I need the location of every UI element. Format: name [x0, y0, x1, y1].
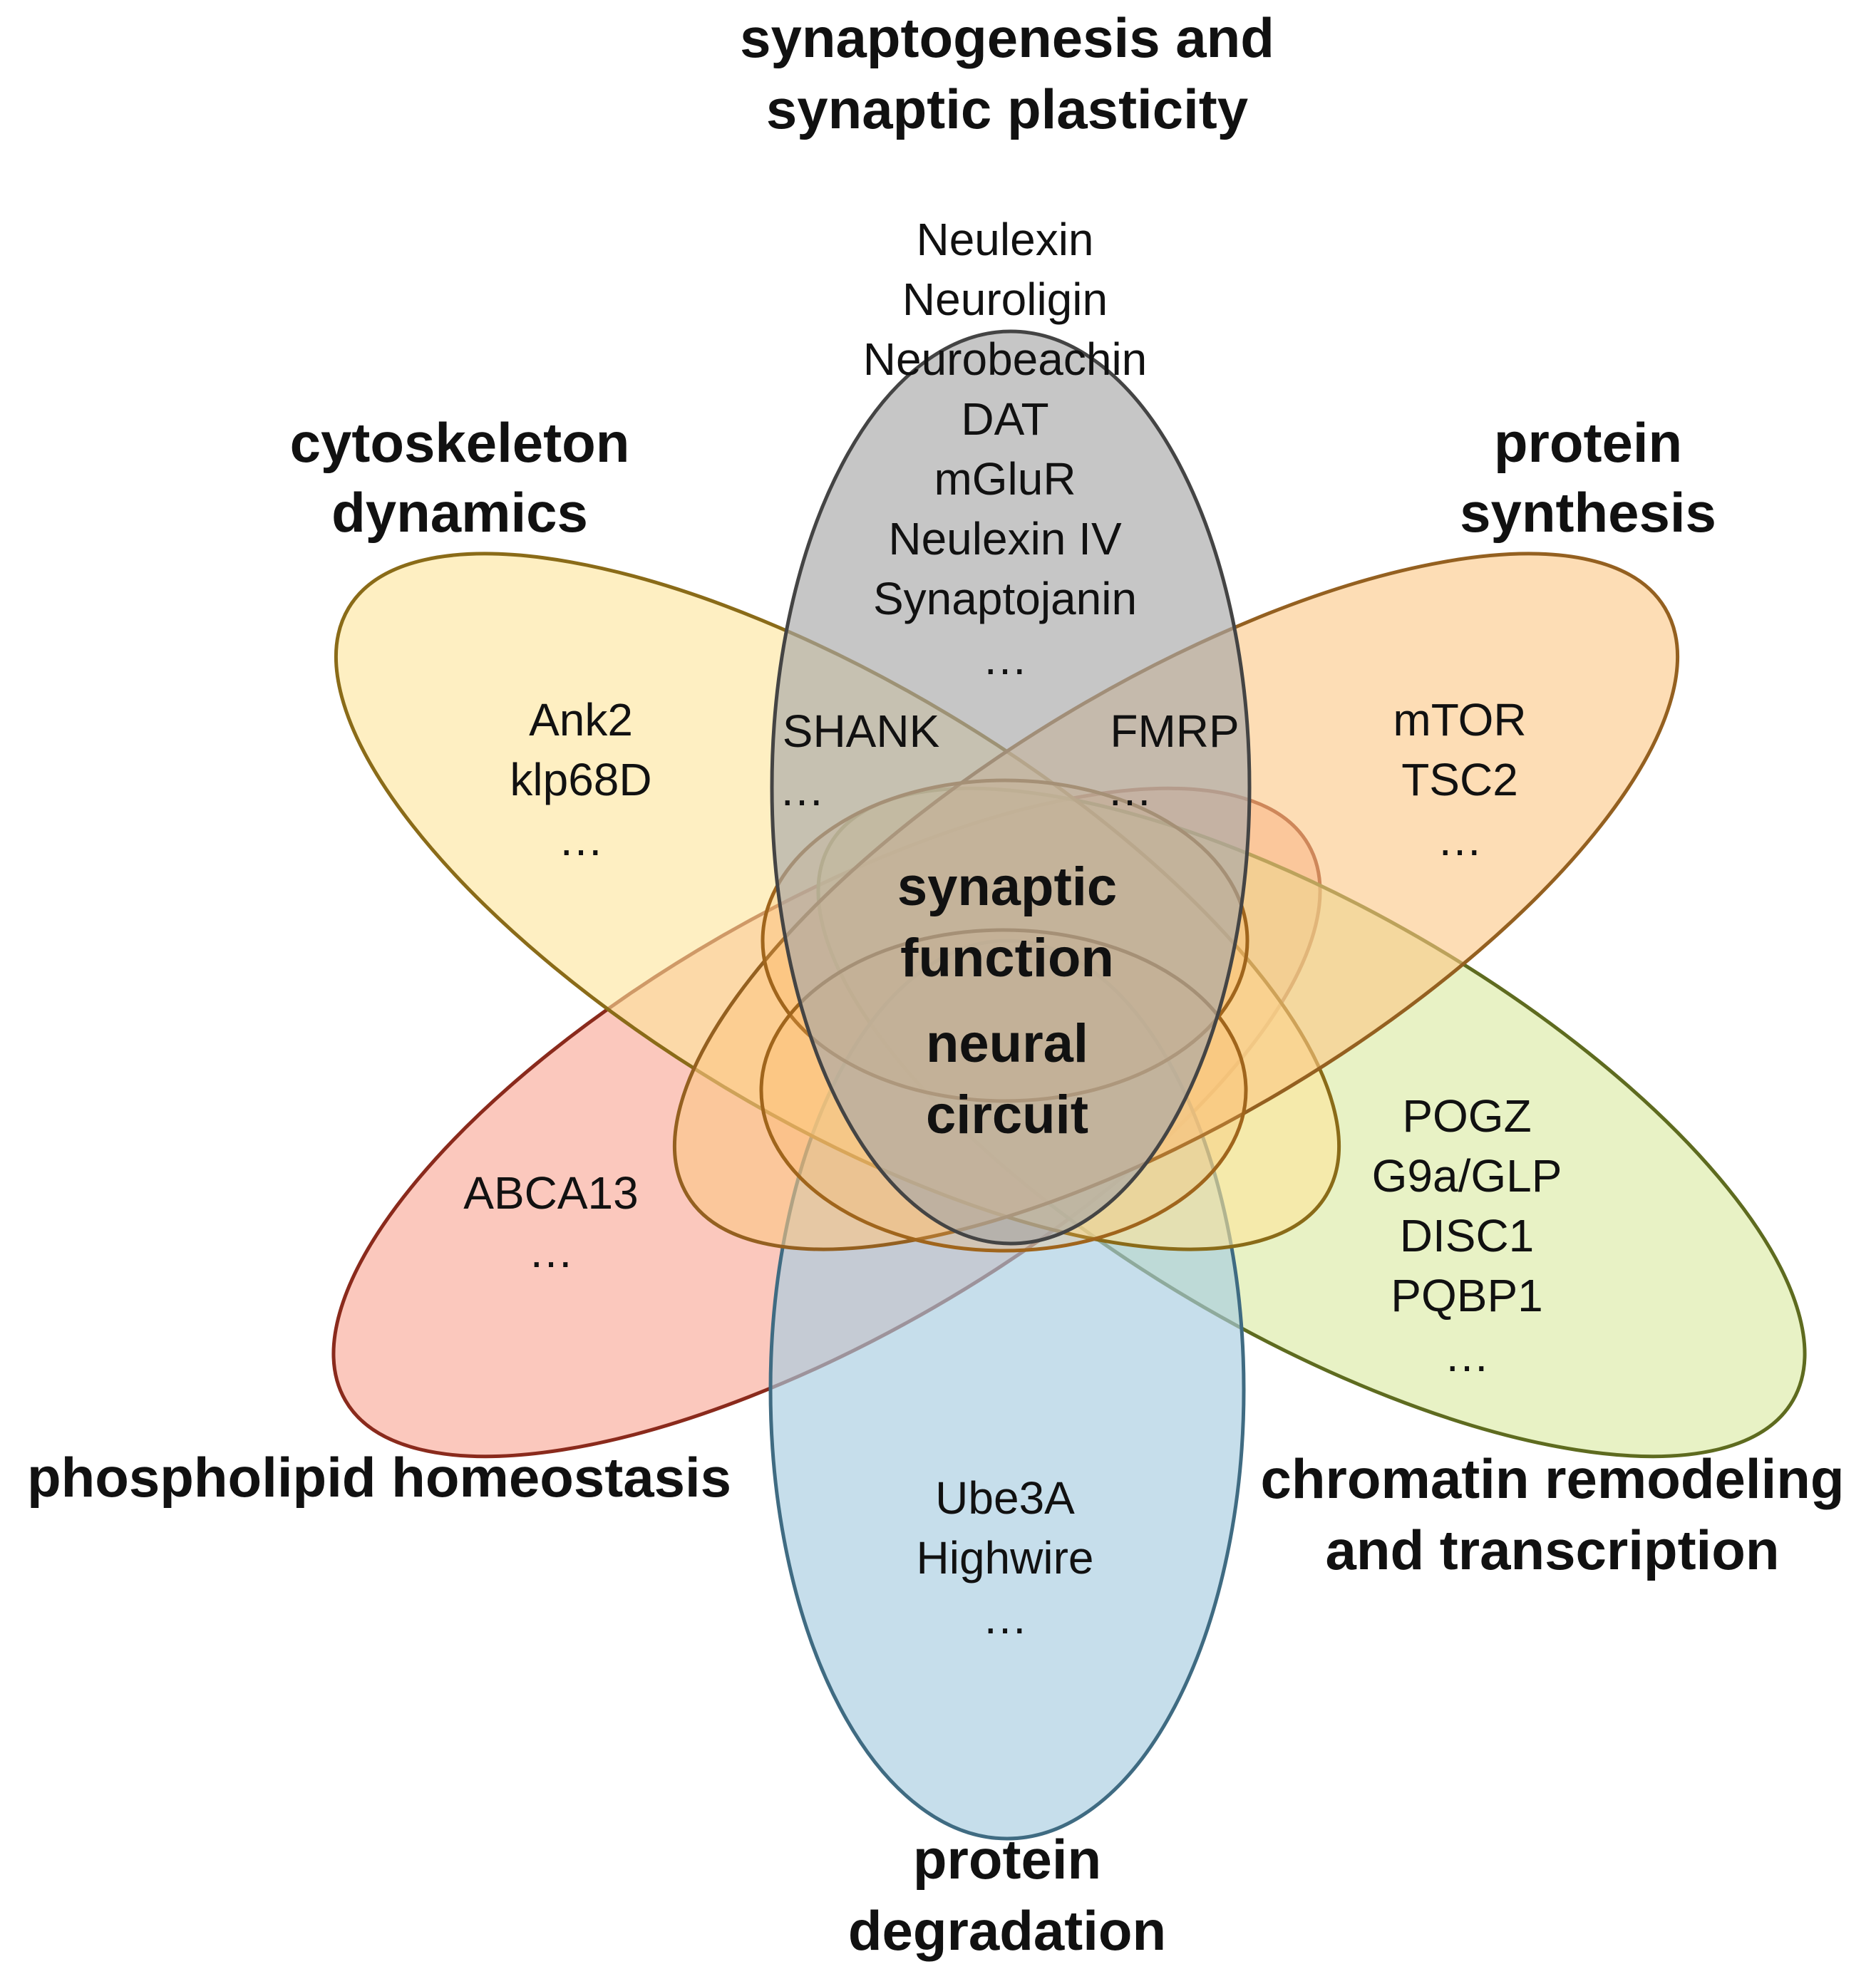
- gene-item: …: [779, 764, 825, 815]
- center-label-line3: neural: [926, 1013, 1088, 1074]
- gene-item: FMRP: [1110, 706, 1239, 757]
- gene-list-overlap-right: FMRP …: [1107, 706, 1240, 815]
- gene-item: …: [1437, 814, 1483, 865]
- category-labels: synaptogenesis and synaptic plasticity c…: [27, 6, 1845, 1962]
- gene-item: Ube3A: [935, 1472, 1075, 1524]
- gene-item: Highwire: [917, 1532, 1094, 1583]
- label-degradation-line1: protein: [913, 1828, 1101, 1891]
- gene-item: PQBP1: [1391, 1270, 1542, 1321]
- gene-item: mTOR: [1393, 694, 1526, 745]
- center-label-line4: circuit: [926, 1085, 1088, 1145]
- label-degradation-line2: degradation: [848, 1899, 1166, 1962]
- center-label-line1: synaptic: [897, 857, 1117, 917]
- label-synaptogenesis-line1: synaptogenesis and: [740, 6, 1274, 69]
- gene-item: Neulexin: [916, 214, 1093, 265]
- gene-item: G9a/GLP: [1372, 1150, 1562, 1202]
- gene-list-phospholipid: ABCA13 …: [463, 1167, 638, 1277]
- gene-item: SHANK: [783, 706, 940, 757]
- gene-item: …: [982, 1592, 1028, 1643]
- gene-list-degradation: Ube3A Highwire …: [917, 1472, 1094, 1643]
- gene-item: …: [1107, 764, 1153, 815]
- center-label-line2: function: [900, 928, 1114, 988]
- center-label: synaptic function neural circuit: [897, 857, 1117, 1145]
- gene-item: Neurobeachin: [863, 334, 1148, 385]
- gene-list-overlap-left: SHANK …: [779, 706, 939, 815]
- gene-item: Ank2: [529, 694, 633, 745]
- label-phospholipid-homeostasis: phospholipid homeostasis: [27, 1446, 731, 1509]
- gene-list-protein-synthesis: mTOR TSC2 …: [1393, 694, 1526, 865]
- gene-item: TSC2: [1401, 754, 1518, 805]
- gene-item: mGluR: [934, 453, 1076, 505]
- gene-item: DAT: [961, 393, 1048, 445]
- gene-list-chromatin: POGZ G9a/GLP DISC1 PQBP1 …: [1372, 1090, 1562, 1381]
- gene-item: …: [558, 814, 604, 865]
- label-cytoskeleton-line1: cytoskeleton: [290, 411, 630, 474]
- gene-item: …: [1444, 1330, 1490, 1381]
- gene-item: klp68D: [510, 754, 651, 805]
- gene-item: POGZ: [1402, 1090, 1531, 1142]
- gene-list-synaptogenesis: Neulexin Neuroligin Neurobeachin DAT mGl…: [863, 214, 1148, 684]
- gene-item: …: [528, 1226, 574, 1277]
- label-chromatin-line2: and transcription: [1325, 1519, 1779, 1581]
- label-protein-synthesis-line1: protein: [1494, 411, 1682, 474]
- gene-item: ABCA13: [463, 1167, 638, 1219]
- gene-item: Neuroligin: [902, 274, 1108, 325]
- label-chromatin-line1: chromatin remodeling: [1260, 1447, 1844, 1510]
- label-cytoskeleton-line2: dynamics: [331, 481, 588, 544]
- label-synaptogenesis-line2: synaptic plasticity: [766, 78, 1248, 140]
- gene-list-cytoskeleton: Ank2 klp68D …: [510, 694, 651, 865]
- label-protein-synthesis-line2: synthesis: [1460, 481, 1716, 544]
- gene-item: DISC1: [1400, 1210, 1535, 1261]
- gene-item: Synaptojanin: [873, 573, 1137, 624]
- petals: [331, 329, 1807, 1841]
- gene-item: …: [982, 633, 1028, 684]
- petal-synaptogenesis: [770, 329, 1252, 1246]
- gene-item: Neulexin IV: [888, 513, 1122, 564]
